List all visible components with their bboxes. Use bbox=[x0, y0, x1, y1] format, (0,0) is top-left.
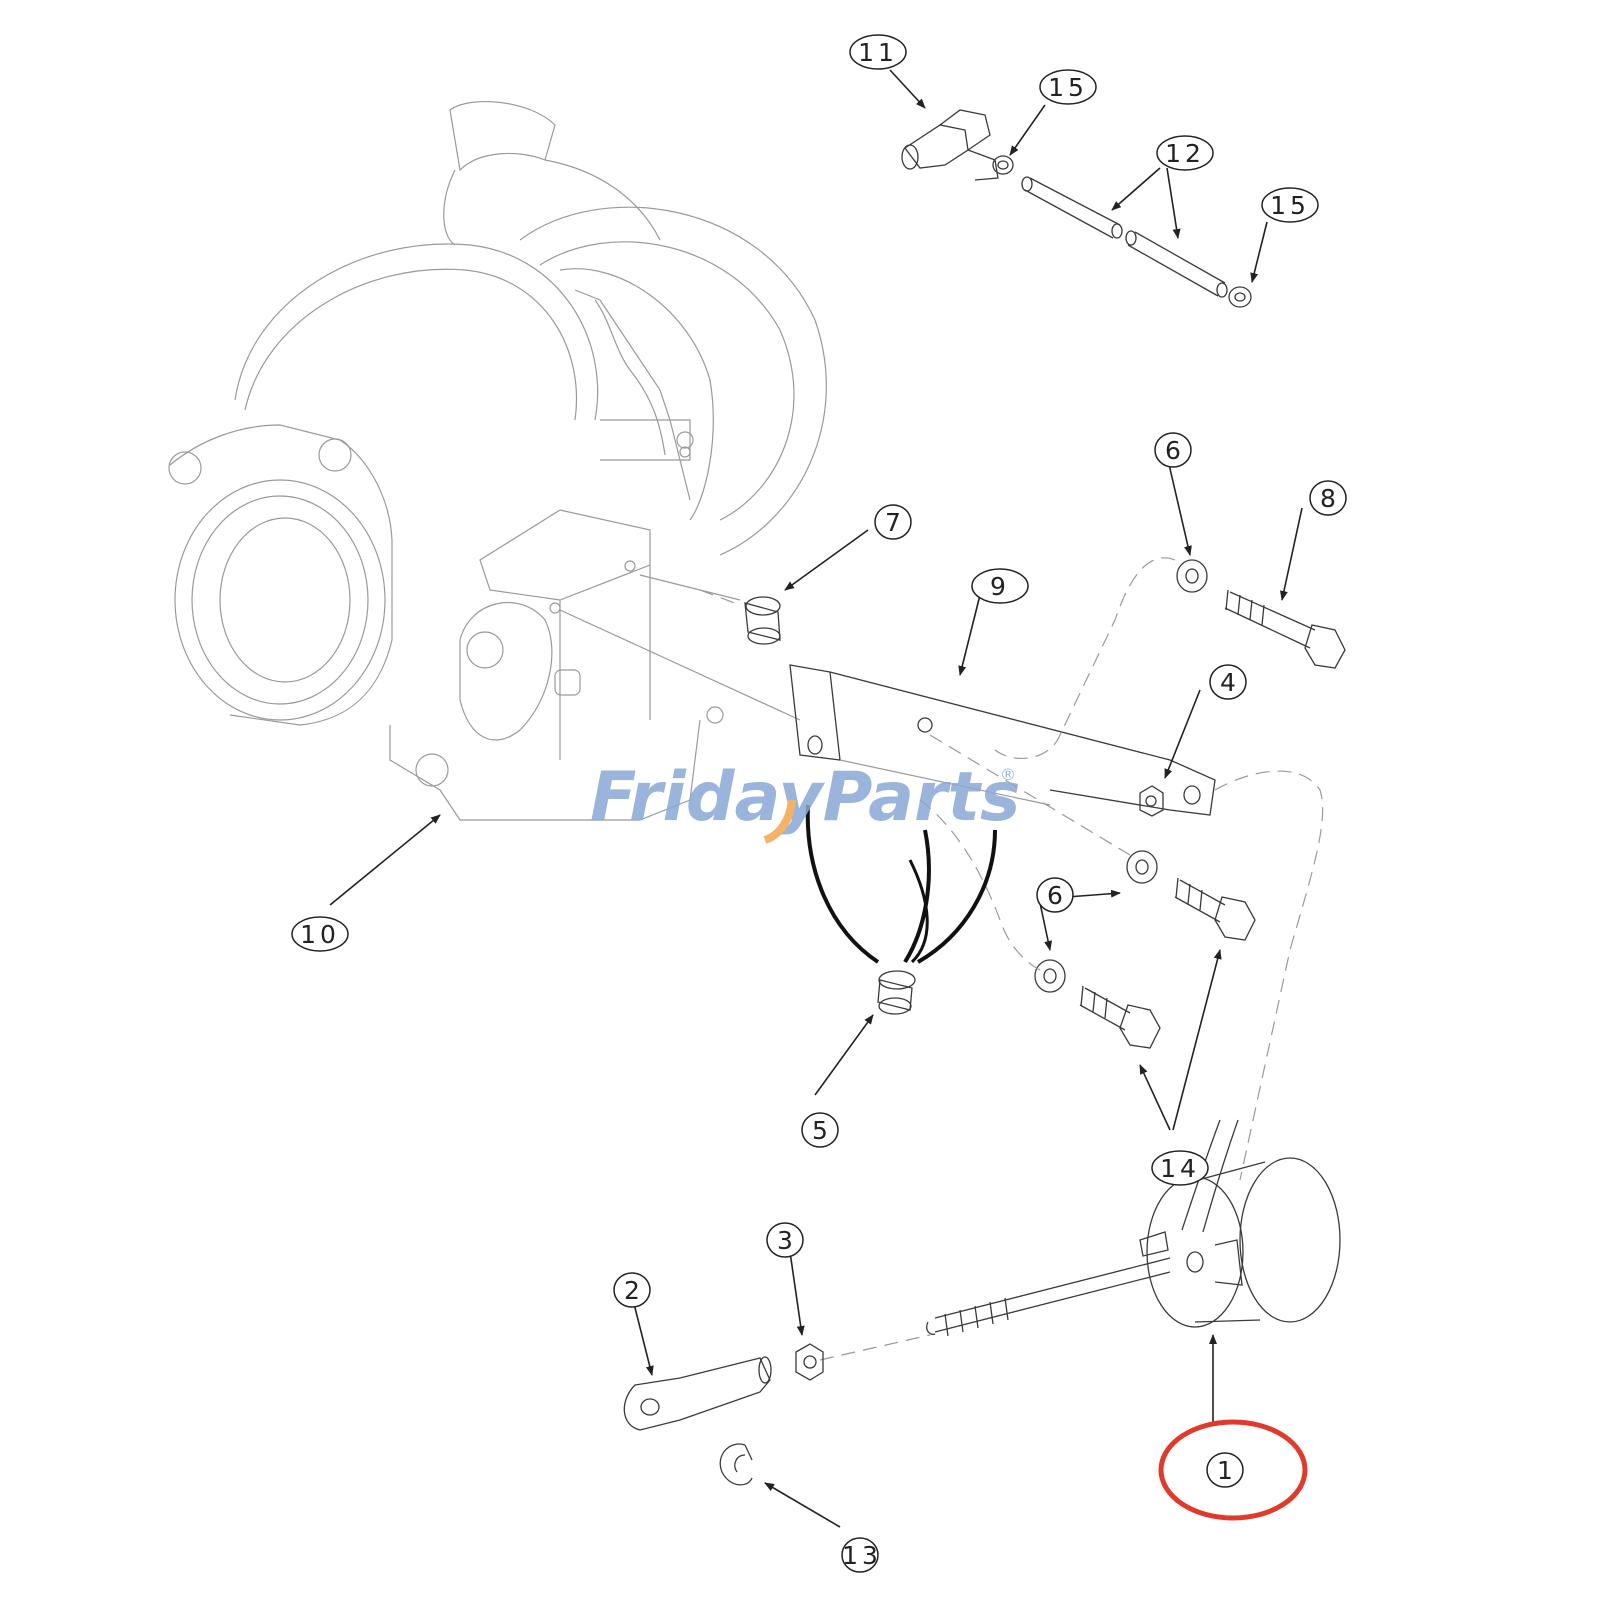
svg-text:7: 7 bbox=[885, 508, 905, 537]
leader-arrows bbox=[329, 69, 1303, 1528]
svg-text:4: 4 bbox=[1220, 668, 1240, 697]
callout-6-middle: 6 bbox=[1036, 877, 1074, 913]
callout-8: 7 bbox=[874, 504, 912, 540]
hose-part-14 bbox=[1021, 176, 1228, 298]
hose-clamp-part-15 bbox=[992, 155, 1014, 175]
nut-part-4 bbox=[1139, 785, 1164, 817]
part-7-indicator-curves bbox=[805, 804, 997, 964]
svg-text:8: 8 bbox=[1320, 484, 1340, 513]
svg-text:6: 6 bbox=[1165, 436, 1185, 465]
callout-4: 4 bbox=[1209, 664, 1247, 700]
turbocharger-assembly bbox=[168, 100, 827, 821]
svg-text:12: 12 bbox=[1165, 139, 1205, 168]
washer-part-6-mid bbox=[1126, 850, 1158, 884]
nut-part-3 bbox=[795, 1343, 824, 1381]
callout-1: 1 bbox=[1206, 1452, 1244, 1488]
assembly-guide-lines bbox=[699, 557, 1324, 1361]
bolt-part-12-upper bbox=[1174, 877, 1256, 941]
watermark-text: FridayParts bbox=[590, 758, 1021, 837]
elbow-fitting-part-13 bbox=[901, 109, 999, 181]
callout-15-top: 15 bbox=[1039, 69, 1097, 105]
watermark-logo: FridayParts ® bbox=[590, 758, 1021, 844]
actuator-rod bbox=[926, 1257, 1171, 1337]
callout-2: 2 bbox=[613, 1272, 651, 1308]
svg-text:15: 15 bbox=[1270, 191, 1310, 220]
bracket-part-10 bbox=[789, 664, 1216, 816]
bolt-part-9 bbox=[1224, 589, 1346, 669]
svg-text:15: 15 bbox=[1048, 73, 1088, 102]
rod-end-part-2 bbox=[623, 1356, 772, 1431]
watermark-accent-swoosh bbox=[763, 799, 796, 844]
callout-5: 13 bbox=[841, 1537, 882, 1573]
svg-text:3: 3 bbox=[777, 1226, 797, 1255]
callout-6-top: 6 bbox=[1154, 432, 1192, 468]
callout-9: 8 bbox=[1309, 480, 1347, 516]
callout-7: 5 bbox=[801, 1112, 839, 1148]
callout-11: 10 bbox=[291, 916, 349, 952]
washer-part-6-low bbox=[1034, 959, 1066, 993]
svg-text:10: 10 bbox=[300, 920, 340, 949]
watermark-registered-mark: ® bbox=[1000, 765, 1016, 784]
callout-15-right: 15 bbox=[1261, 187, 1319, 223]
callout-12: 14 bbox=[1151, 1150, 1209, 1186]
svg-text:2: 2 bbox=[624, 1276, 644, 1305]
clip-part-5 bbox=[719, 1443, 753, 1486]
bolt-part-12-lower bbox=[1079, 985, 1161, 1049]
callout-13: 11 bbox=[849, 34, 907, 70]
svg-text:1: 1 bbox=[1217, 1456, 1237, 1485]
washer-part-6-top bbox=[1176, 559, 1208, 593]
hose-clamp-part-15-lower bbox=[1228, 286, 1252, 308]
callout-10: 9 bbox=[971, 568, 1029, 604]
callout-14: 12 bbox=[1156, 135, 1214, 171]
bushing-part-7 bbox=[877, 970, 916, 1015]
bushing-part-8 bbox=[744, 596, 781, 645]
svg-text:11: 11 bbox=[858, 38, 898, 67]
svg-text:6: 6 bbox=[1047, 881, 1067, 910]
highlight-circle-part-1 bbox=[1158, 1419, 1308, 1521]
callout-3: 3 bbox=[766, 1222, 804, 1258]
svg-text:13: 13 bbox=[842, 1541, 882, 1570]
svg-text:9: 9 bbox=[990, 572, 1010, 601]
wastegate-actuator-part-1 bbox=[1139, 1119, 1341, 1328]
svg-text:5: 5 bbox=[812, 1116, 832, 1145]
svg-text:14: 14 bbox=[1160, 1154, 1200, 1183]
